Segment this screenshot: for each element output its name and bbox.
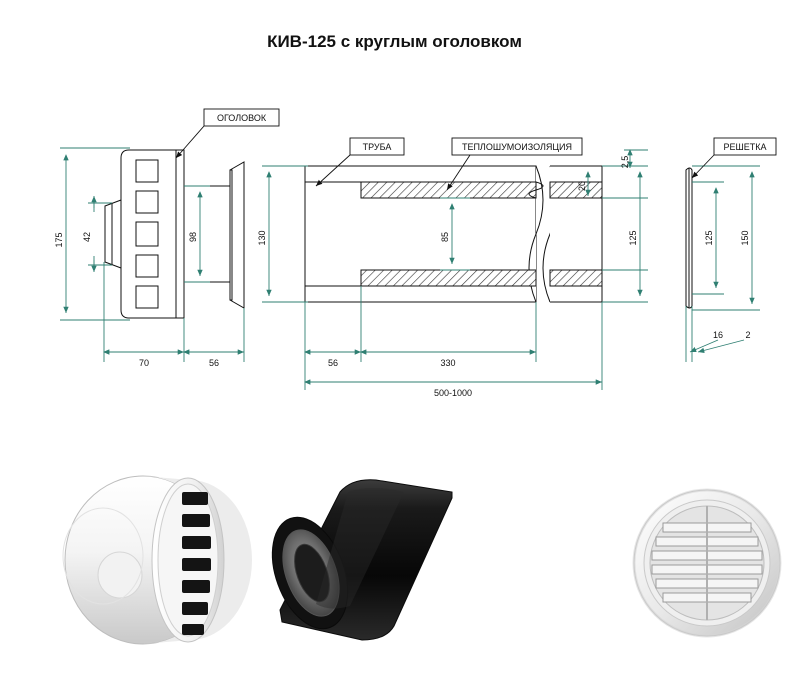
dim-330: 330 [440, 358, 455, 368]
photo-grille [632, 488, 782, 638]
callout-teploshumoizolyaciya: ТЕПЛОШУМОИЗОЛЯЦИЯ [446, 137, 583, 191]
pipe-dimension-labels: 130 85 125 20 2,5 56 330 500-1000 [257, 156, 638, 398]
dim-125-grille: 125 [704, 230, 714, 245]
dim-2: 2 [745, 330, 750, 340]
head-dimension-labels: 175 42 98 70 56 [54, 232, 219, 368]
grille-drawing [685, 167, 693, 309]
dim-175: 175 [54, 232, 64, 247]
callout-reshetka: РЕШЕТКА [691, 137, 777, 179]
dim-85: 85 [440, 232, 450, 242]
dim-98: 98 [188, 232, 198, 242]
page-title: КИВ-125 с круглым оголовком [267, 32, 522, 51]
svg-text:ТРУБА: ТРУБА [363, 142, 392, 152]
dim-70: 70 [139, 358, 149, 368]
callout-ogolovok: ОГОЛОВОК [175, 108, 280, 159]
dim-125: 125 [628, 230, 638, 245]
svg-text:ОГОЛОВОК: ОГОЛОВОК [217, 113, 267, 123]
svg-text:ТЕПЛОШУМОИЗОЛЯЦИЯ: ТЕПЛОШУМОИЗОЛЯЦИЯ [462, 142, 572, 152]
svg-text:РЕШЕТКА: РЕШЕТКА [723, 142, 766, 152]
dim-56-pipe: 56 [328, 358, 338, 368]
dim-2-5: 2,5 [620, 156, 630, 169]
photo-pipe [271, 479, 453, 641]
dim-500-1000: 500-1000 [434, 388, 472, 398]
callout-truba: ТРУБА [315, 137, 405, 187]
pipe-drawing [304, 165, 603, 303]
dim-20: 20 [577, 181, 587, 191]
grille-dimension-labels: 125 150 16 2 [704, 230, 751, 340]
dim-16: 16 [713, 330, 723, 340]
pipe-dimensions [262, 149, 648, 390]
grille-dimensions [685, 165, 760, 362]
dim-130: 130 [257, 230, 267, 245]
head-drawing [104, 149, 245, 319]
head-dimensions [60, 147, 245, 362]
photo-head [62, 475, 252, 645]
dim-150: 150 [740, 230, 750, 245]
dim-42: 42 [82, 232, 92, 242]
dim-56: 56 [209, 358, 219, 368]
